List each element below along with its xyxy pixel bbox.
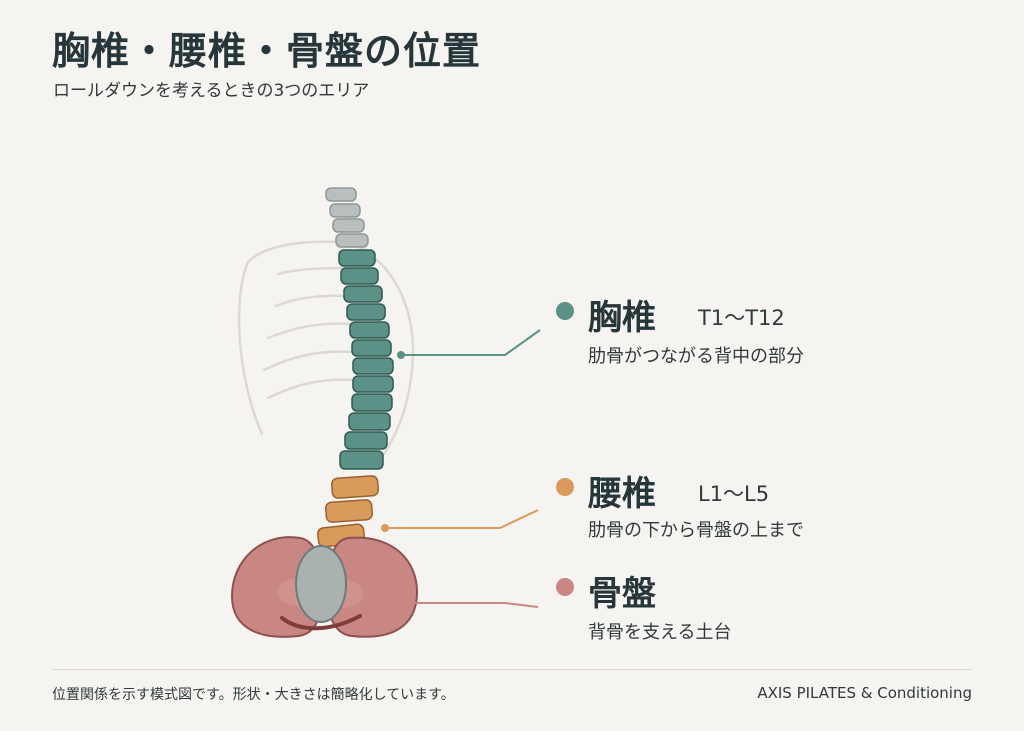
sacrum	[295, 545, 347, 623]
thoracic-description: 肋骨がつながる背中の部分	[588, 346, 804, 367]
page-subtitle: ロールダウンを考えるときの3つのエリア	[53, 81, 370, 101]
pelvis	[230, 536, 419, 638]
thoracic-range: T1〜T12	[698, 306, 785, 330]
page-title: 胸椎・腰椎・骨盤の位置	[52, 29, 482, 73]
lumbar-color-dot	[556, 478, 574, 496]
pelvis-description: 背骨を支える土台	[588, 622, 732, 643]
lumbar-vertebrae	[317, 475, 379, 548]
ribcage	[237, 240, 415, 464]
pelvis-label: 骨盤	[588, 574, 656, 614]
footer-note: 位置関係を示す模式図です。形状・大きさは簡略化しています。	[52, 687, 455, 703]
leader-lines	[381, 329, 541, 608]
lumbar-range: L1〜L5	[698, 482, 770, 506]
footer-divider	[52, 669, 972, 670]
footer-brand: AXIS PILATES & Conditioning	[757, 684, 972, 702]
pelvis-color-dot	[556, 578, 574, 596]
lumbar-label: 腰椎	[588, 474, 656, 514]
thoracic-vertebrae	[338, 249, 394, 470]
cervical-vertebrae	[325, 187, 369, 248]
thoracic-label: 胸椎	[588, 298, 656, 338]
thoracic-color-dot	[556, 302, 574, 320]
lumbar-description: 肋骨の下から骨盤の上まで	[588, 520, 804, 541]
